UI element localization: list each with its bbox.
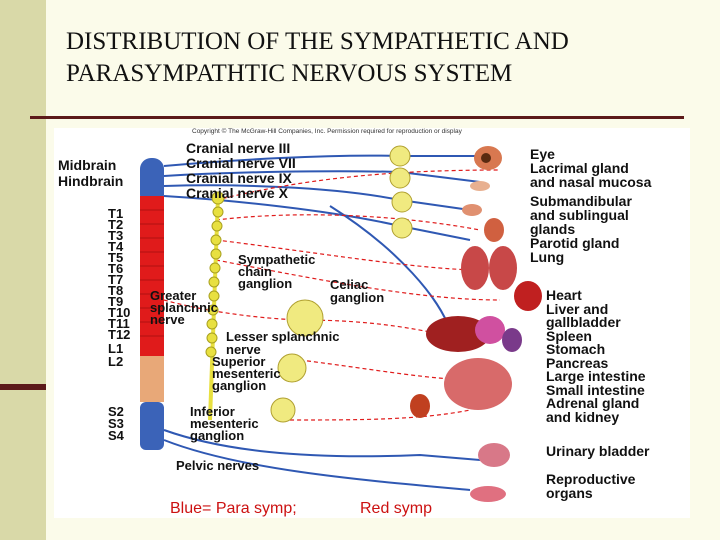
label-small-intestine: Small intestine [546,381,645,398]
organs [410,146,542,502]
label-l1: L1 [108,341,124,356]
label-s2: S2 [108,404,124,419]
label-t3: T3 [108,228,124,243]
label-t4: T4 [108,239,124,254]
label-t1: T1 [108,206,124,221]
sacral-segment [140,402,164,450]
label-t6: T6 [108,261,124,276]
caption-sympathetic: Red symp [360,500,433,517]
submandibular-shape [462,204,482,216]
label-parotid-gland: Parotid gland [530,235,620,251]
organ-labels-middle: Heart Liver and gallbladder Spleen Stoma… [546,287,646,425]
organ-labels-upper: Eye Lacrimal gland and nasal mucosa Subm… [530,147,651,264]
bladder-shape [478,443,510,467]
label-liver: Liver and [546,300,609,317]
copyright-notice: Copyright © The McGraw-Hill Companies, I… [192,128,462,135]
stomach-shape [475,316,505,344]
label-greater-splanchnic-nerve: Greater splanchnic nerve [150,288,218,327]
label-sympathetic-chain-ganglion: Sympathetic chain ganglion [238,252,316,291]
label-s4: S4 [108,428,124,443]
sidebar-accent [0,384,46,390]
cranial-nerve-10-line [163,195,471,241]
label-large-intestine: Large intestine [546,368,646,384]
pelvic-nerve-line-2 [163,439,471,491]
label-t9: T9 [108,294,124,309]
label-t12: T12 [108,327,131,342]
caption-parasympathetic: Blue= Para symp; [170,500,297,517]
lung-left-shape [461,246,489,290]
slide-title-line-1: DISTRIBUTION OF THE SYMPATHETIC AND [66,28,569,55]
label-s3: S3 [108,416,124,431]
label-cranial-nerve-9: Cranial nerve IX [186,170,292,186]
lung-right-shape [489,246,517,290]
label-nasal-mucosa: and nasal mucosa [530,174,652,190]
label-lung: Lung [530,249,565,265]
label-submandibular: Submandibular [530,193,632,209]
kidney-shape [410,394,430,418]
label-t10: T10 [108,305,131,320]
label-spleen: Spleen [546,327,592,344]
label-midbrain: Midbrain [58,157,117,173]
label-pancreas: Pancreas [546,354,609,371]
inferior-mesenteric-ganglion-shape [270,397,296,423]
collateral-ganglia [270,299,324,423]
label-reproductive-organs: Reproductive organs [546,471,636,501]
cranial-nerve-9-line [163,184,471,211]
slide-title-line-2: PARASYMPATHTIC NERVOUS SYSTEM [66,60,513,87]
title-rule [30,116,684,119]
label-adrenal-gland: Adrenal gland [546,395,640,411]
label-hindbrain: Hindbrain [58,173,124,189]
slide-title: DISTRIBUTION OF THE SYMPATHETIC AND PARA… [66,26,706,90]
label-lacrimal-gland: Lacrimal gland [530,160,629,176]
label-cranial-nerve-10: Cranial nerve X [186,185,288,201]
eye-pupil [481,153,491,163]
label-gallbladder: gallbladder [546,314,621,330]
label-celiac-ganglion: Celiac ganglion [330,277,385,305]
reproductive-shape [470,486,506,502]
liver-shape [426,316,490,352]
slide-sidebar-bar [0,0,46,540]
label-pelvic-nerves: Pelvic nerves [176,458,260,473]
heart-shape [514,281,542,311]
superior-mesenteric-ganglion-shape [277,353,307,383]
lumbar-segment [140,356,164,402]
label-t5: T5 [108,250,124,265]
segment-ticks [140,209,164,337]
label-lesser-splanchnic-nerve: Lesser splanchnic nerve [226,329,340,357]
cranial-nerve-lines [163,154,481,491]
label-eye: Eye [530,146,555,162]
cranial-nerve-7-line [163,170,481,183]
thoracolumbar-segment [140,196,164,356]
label-stomach: Stomach [546,341,606,357]
label-inferior-mesenteric-ganglion: Inferior mesenteric ganglion [190,404,259,443]
celiac-ganglion-shape [286,299,324,337]
label-cranial-nerve-7: Cranial nerve VII [186,155,296,171]
intestine-shape [444,358,512,410]
label-t7: T7 [108,272,124,287]
cranial-ganglia [389,145,413,239]
label-t2: T2 [108,217,124,232]
label-sublingual: and sublingual [530,207,629,223]
label-heart: Heart [546,287,582,303]
label-kidney: and kidney [546,408,620,425]
pelvic-nerve-line [163,429,481,461]
spleen-shape [502,328,522,352]
cranial-nerve-3-line [163,154,480,167]
label-cranial-nerve-3: Cranial nerve III [186,140,291,156]
label-urinary-bladder: Urinary bladder [546,443,650,459]
label-glands: glands [530,221,576,237]
label-superior-mesenteric-ganglion: Superior mesenteric ganglion [212,354,281,393]
sympathetic-chain [205,191,225,421]
label-l2: L2 [108,354,124,369]
spinal-cord [140,158,164,450]
brainstem-segment [140,158,164,206]
label-t8: T8 [108,283,124,298]
lacrimal-shape [470,181,490,191]
label-t11: T11 [108,316,130,331]
parotid-shape [484,218,504,242]
